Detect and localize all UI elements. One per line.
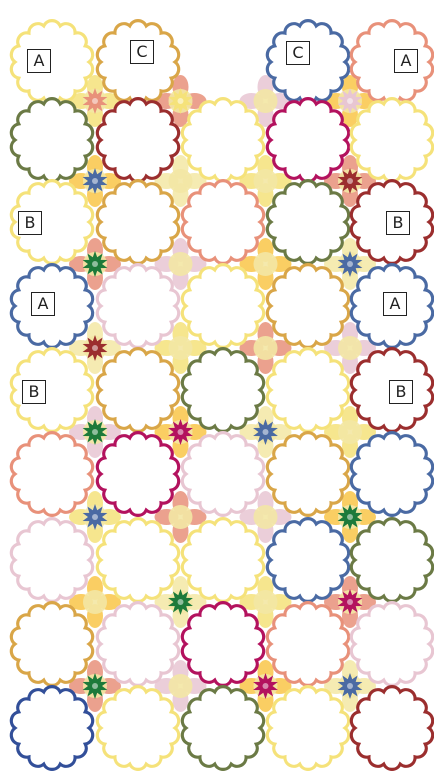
scallop-circle-1-3	[265, 97, 351, 183]
label-a-row3-left: A	[31, 292, 55, 316]
petal-center-2-1	[168, 252, 193, 276]
label-c-top-left: C	[130, 40, 154, 64]
scallop-circle-8-4	[349, 685, 434, 771]
scallop-circle-5-0	[9, 431, 95, 517]
scallop-circle-7-4	[349, 601, 434, 687]
petal-center-4-3	[338, 420, 362, 444]
scallop-circle-2-1	[95, 179, 181, 265]
scallop-circle-7-3	[265, 601, 351, 687]
scallop-circle-7-2	[180, 601, 266, 687]
scallop-circle-5-1	[95, 431, 181, 517]
scallop-circle-8-1	[95, 685, 181, 771]
scallop-circle-7-1	[95, 601, 181, 687]
star-center-0	[92, 98, 98, 104]
star-center-5	[92, 261, 98, 267]
scallop-circle-1-4	[349, 97, 434, 183]
star-center-6	[347, 261, 353, 267]
petal-center-6-0	[83, 590, 107, 614]
scallop-circle-4-3	[265, 347, 351, 433]
scallop-circle-5-3	[265, 431, 351, 517]
scallop-circle-4-1	[95, 347, 181, 433]
label-b-row2-left: B	[18, 211, 42, 235]
scallop-circle-6-2	[180, 517, 266, 603]
petal-center-5-2	[253, 505, 278, 529]
star-center-10	[262, 429, 269, 435]
star-center-9	[177, 429, 184, 435]
scallop-circle-2-3	[265, 179, 351, 265]
petal-center-1-2	[253, 169, 278, 193]
scallop-circle-8-3	[265, 685, 351, 771]
scallop-circle-0-0	[9, 19, 95, 105]
scallop-circle-8-2	[180, 685, 266, 771]
star-center-4	[347, 178, 353, 184]
petal-center-1-1	[168, 169, 193, 193]
scallop-circle-2-0	[9, 179, 95, 265]
star-center-15	[92, 683, 98, 689]
petal-center-0-2	[253, 89, 278, 113]
scallop-circle-4-0	[9, 347, 95, 433]
scallop-circle-2-2	[180, 179, 266, 265]
star-center-14	[347, 599, 353, 605]
label-a-top-left: A	[27, 49, 51, 73]
petal-center-6-2	[253, 590, 278, 614]
petal-center-7-1	[168, 674, 193, 698]
scallop-circle-3-3	[265, 263, 351, 349]
petal-center-2-2	[253, 252, 278, 276]
scallop-circle-1-1	[95, 97, 181, 183]
star-center-16	[262, 683, 269, 689]
petal-center-3-1	[168, 336, 193, 360]
scallop-circle-5-4	[349, 431, 434, 517]
petal-center-3-3	[338, 336, 362, 360]
scallop-circle-1-0	[9, 97, 95, 183]
scallop-circle-7-0	[9, 601, 95, 687]
petal-center-3-2	[253, 336, 278, 360]
star-center-3	[92, 178, 98, 184]
star-center-11	[92, 514, 98, 520]
scallop-circle-3-1	[95, 263, 181, 349]
label-c-top-right: C	[286, 41, 310, 65]
star-center-12	[347, 514, 353, 520]
scallop-circle-6-0	[9, 517, 95, 603]
star-center-8	[92, 429, 98, 435]
scallop-circle-6-4	[349, 517, 434, 603]
label-b-row4-left: B	[22, 380, 46, 404]
label-a-row3-right: A	[383, 292, 407, 316]
star-center-17	[347, 683, 353, 689]
star-center-7	[92, 345, 98, 351]
scallop-circle-4-2	[180, 347, 266, 433]
label-a-top-right: A	[394, 49, 418, 73]
label-b-row2-right: B	[386, 211, 410, 235]
star-center-13	[177, 599, 184, 605]
scallop-circle-0-4	[349, 19, 434, 105]
scallop-circle-1-2	[180, 97, 266, 183]
star-center-1	[177, 98, 184, 104]
petal-center-5-1	[168, 505, 193, 529]
label-b-row4-right: B	[389, 380, 413, 404]
scallop-circle-8-0	[9, 685, 95, 771]
star-center-2	[347, 98, 353, 104]
scallop-circle-6-3	[265, 517, 351, 603]
scallop-circle-6-1	[95, 517, 181, 603]
scallop-circle-3-2	[180, 263, 266, 349]
scallop-circle-5-2	[180, 431, 266, 517]
